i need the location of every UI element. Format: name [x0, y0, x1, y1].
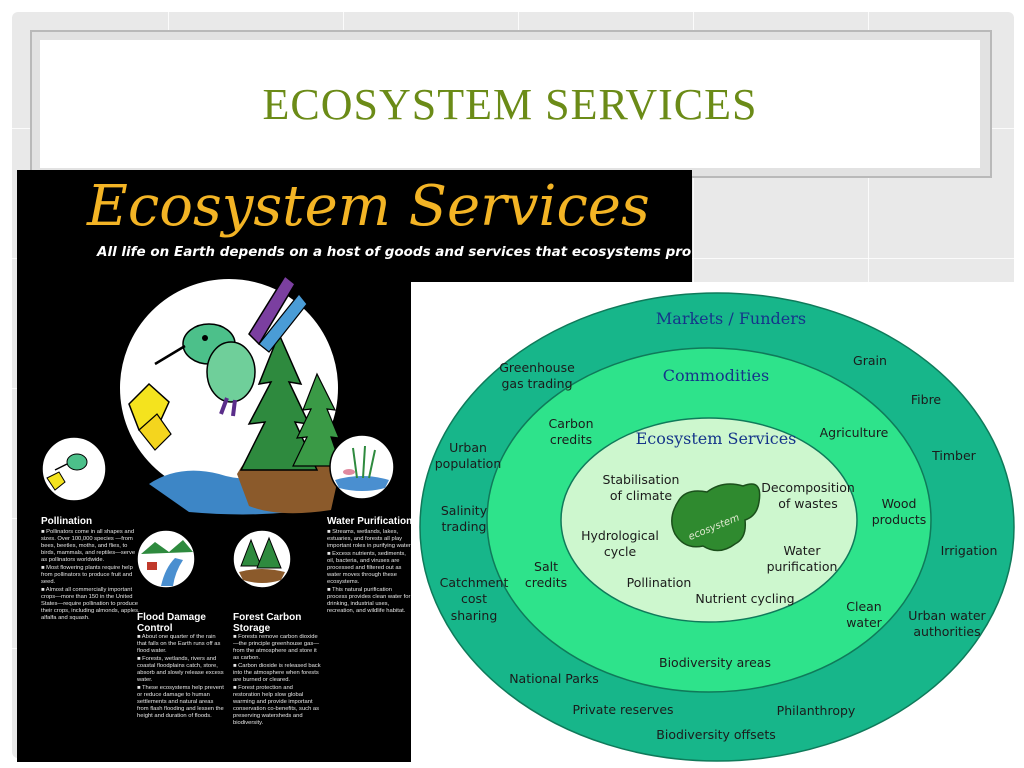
- inner-item: Hydrological: [581, 528, 659, 543]
- water-purification-heading: Water Purification: [327, 516, 413, 527]
- outer-item: authorities: [913, 624, 980, 639]
- pollination-item: ■ Pollinators come in all shapes and siz…: [41, 529, 136, 563]
- outer-item: Philanthropy: [777, 703, 856, 718]
- outer-item: population: [435, 456, 502, 471]
- inner-item: Nutrient cycling: [695, 591, 794, 606]
- outer-item: cost: [461, 591, 487, 606]
- outer-item: Private reserves: [572, 702, 673, 717]
- water-item: ■ Streams, wetlands, lakes, estuaries, a…: [327, 529, 413, 549]
- forest-item: ■ Forests remove carbon dioxide —the pri…: [233, 634, 320, 661]
- middle-item: products: [872, 512, 927, 527]
- commodities-title: Commodities: [663, 366, 769, 385]
- pollination-text: ■ Pollinators come in all shapes and siz…: [41, 529, 141, 623]
- flood-control-illustration: [136, 529, 196, 589]
- outer-item: Salinity: [441, 503, 488, 518]
- middle-item: Wood: [882, 496, 917, 511]
- water-purification-text: ■ Streams, wetlands, lakes, estuaries, a…: [327, 529, 413, 616]
- ecosystem-services-diagram: ecosystem Markets / Funders Commodities …: [411, 282, 1023, 766]
- pollination-heading: Pollination: [41, 516, 93, 527]
- forest-carbon-heading: Forest Carbon Storage: [233, 612, 302, 634]
- inner-item: Decomposition: [761, 480, 855, 495]
- forest-carbon-text: ■ Forests remove carbon dioxide —the pri…: [233, 634, 321, 728]
- flood-control-heading: Flood Damage Control: [137, 612, 206, 634]
- middle-item: Carbon: [548, 416, 593, 431]
- outer-item: Irrigation: [941, 543, 998, 558]
- pollination-item: ■ Most flowering plants require help fro…: [41, 565, 133, 585]
- forest-carbon-illustration: [232, 529, 292, 589]
- inner-item: Water: [784, 543, 822, 558]
- outer-item: Urban: [449, 440, 487, 455]
- middle-item: Agriculture: [820, 425, 889, 440]
- outer-item: Timber: [931, 448, 977, 463]
- inner-item: cycle: [604, 544, 637, 559]
- inner-item: of climate: [610, 488, 673, 503]
- hummingbird-forest-illustration: [118, 274, 342, 515]
- outer-item: Fibre: [911, 392, 942, 407]
- middle-item: credits: [525, 575, 567, 590]
- poster-title: Ecosystem Services: [87, 174, 650, 239]
- outer-item: sharing: [451, 608, 498, 623]
- outer-item: Urban water: [908, 608, 986, 623]
- flood-item: ■ These ecosystems help prevent or reduc…: [137, 685, 224, 719]
- middle-item: credits: [550, 432, 592, 447]
- inner-item: Pollination: [627, 575, 692, 590]
- outer-item: Biodiversity offsets: [656, 727, 775, 742]
- slide-title: ECOSYSTEM SERVICES: [262, 79, 758, 129]
- outer-item: trading: [442, 519, 487, 534]
- inner-item: Stabilisation: [603, 472, 680, 487]
- forest-item: ■ Carbon dioxide is released back into t…: [233, 663, 321, 683]
- pollination-item: ■ Almost all commercially important crop…: [41, 587, 140, 621]
- middle-item: Biodiversity areas: [659, 655, 771, 670]
- poster-subtitle: All life on Earth depends on a host of g…: [97, 244, 692, 260]
- middle-item: Clean: [846, 599, 881, 614]
- outer-item: Catchment: [440, 575, 509, 590]
- water-purification-illustration: [329, 434, 395, 500]
- ecosystem-services-title: Ecosystem Services: [636, 429, 797, 448]
- flood-item: ■ About one quarter of the rain that fal…: [137, 634, 221, 654]
- markets-title: Markets / Funders: [656, 309, 806, 328]
- outer-item: Grain: [853, 353, 887, 368]
- water-item: ■ This natural purification process prov…: [327, 587, 411, 614]
- pollination-illustration: [41, 436, 107, 502]
- forest-item: ■ Forest protection and restoration help…: [233, 685, 320, 726]
- flood-item: ■ Forests, wetlands, rivers and coastal …: [137, 656, 224, 683]
- water-item: ■ Excess nutrients, sediments, oil, bact…: [327, 551, 406, 585]
- inner-item: purification: [767, 559, 838, 574]
- outer-item: gas trading: [501, 376, 572, 391]
- inner-item: of wastes: [778, 496, 838, 511]
- title-box: ECOSYSTEM SERVICES: [40, 40, 980, 168]
- outer-item: National Parks: [509, 671, 599, 686]
- middle-item: water: [846, 615, 882, 630]
- middle-item: Salt: [534, 559, 558, 574]
- ecosystem-core: [671, 483, 761, 552]
- flood-control-text: ■ About one quarter of the rain that fal…: [137, 634, 225, 721]
- outer-item: Greenhouse: [499, 360, 575, 375]
